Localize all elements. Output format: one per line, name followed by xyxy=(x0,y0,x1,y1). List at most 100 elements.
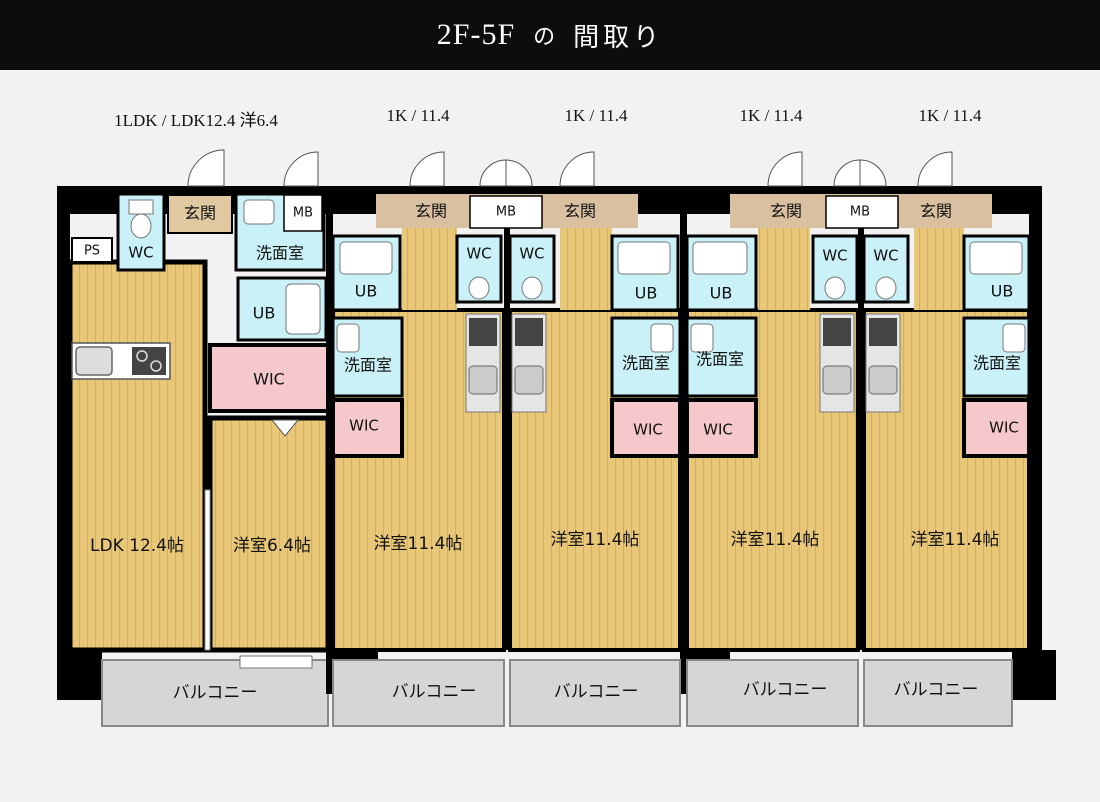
door-icon xyxy=(479,159,507,187)
hallway xyxy=(758,228,810,310)
closet-2 xyxy=(331,398,404,458)
toilet-label: WC xyxy=(128,244,153,262)
party-wall xyxy=(326,186,333,650)
basin-icon xyxy=(690,323,714,353)
door-icon xyxy=(505,159,533,187)
kitchen-sink-icon xyxy=(514,365,544,395)
balcony-3 xyxy=(509,659,681,727)
bathtub-icon xyxy=(339,241,393,275)
sliding-door-icon xyxy=(204,489,211,651)
toilet-tank-icon xyxy=(128,199,154,215)
western-room-label: 洋室6.4帖 xyxy=(233,536,311,556)
bathtub-icon xyxy=(969,241,1023,275)
closet-label: WIC xyxy=(349,417,379,435)
unit-bath-label: UB xyxy=(355,282,378,301)
right-wall xyxy=(1029,186,1042,651)
party-wall xyxy=(680,186,687,650)
washroom-label: 洗面室 xyxy=(256,244,304,263)
unit-3: WC UB 洗面室 WIC 洋室11.4帖 玄関 バルコニー xyxy=(508,151,682,727)
burner-icon xyxy=(150,360,162,372)
entrance-label: 玄関 xyxy=(920,202,952,221)
meter-box-label: MB xyxy=(850,205,870,220)
balcony-label: バルコニー xyxy=(743,680,828,700)
page-header: 2F-5F の 間取り xyxy=(0,0,1100,70)
entrance-door-icon xyxy=(187,149,225,187)
basin-icon xyxy=(1002,323,1026,353)
entrance-label: 玄関 xyxy=(415,202,447,221)
entrance-1 xyxy=(167,194,233,234)
balcony-label: バルコニー xyxy=(554,682,639,702)
entrance-door-icon xyxy=(767,151,803,187)
stove-icon xyxy=(132,347,166,375)
party-wall xyxy=(504,214,510,650)
balcony-5 xyxy=(863,659,1013,727)
page-title: 間取り xyxy=(573,22,664,53)
door-icon xyxy=(859,159,887,187)
balcony-2 xyxy=(332,659,505,727)
stove-icon xyxy=(469,318,497,346)
header-particle: の xyxy=(533,25,556,50)
washroom-label: 洗面室 xyxy=(622,354,670,373)
closet-label: WIC xyxy=(703,421,733,439)
entrance-door-icon xyxy=(409,151,445,187)
meter-box-2 xyxy=(469,195,543,229)
pipe-space-label: PS xyxy=(84,244,100,259)
toilet-label: WC xyxy=(466,245,491,263)
unit-type-label-4: 1K / 11.4 xyxy=(739,106,803,125)
basin-icon xyxy=(650,323,674,353)
door-icon xyxy=(270,419,300,437)
unit-5: WC UB 洗面室 WIC 洋室11.4帖 玄関 バルコニー xyxy=(862,151,1031,727)
toilet-bowl-icon xyxy=(130,213,152,239)
entrance-label: 玄関 xyxy=(184,204,216,223)
closet-5 xyxy=(962,398,1031,458)
unit-type-label-5: 1K / 11.4 xyxy=(918,106,982,125)
toilet-label: WC xyxy=(519,245,544,263)
western-room-1 xyxy=(207,415,331,653)
basin-icon xyxy=(336,323,360,353)
hallway xyxy=(560,228,612,310)
closet-4 xyxy=(685,398,758,458)
pipe-space xyxy=(71,237,113,263)
closet-1 xyxy=(208,343,330,413)
bathtub-icon xyxy=(692,241,748,275)
left-wall xyxy=(57,186,70,651)
stove-icon xyxy=(823,318,851,346)
wall-pillar-right xyxy=(1012,650,1056,700)
basin-icon xyxy=(243,199,275,225)
ldk-floor xyxy=(67,259,208,653)
hallway xyxy=(402,228,457,310)
wall-pillar-left xyxy=(57,650,102,700)
balcony-4 xyxy=(686,659,859,727)
closet-3 xyxy=(610,398,682,458)
closet-label: WIC xyxy=(633,421,663,439)
washroom-label: 洗面室 xyxy=(696,350,744,369)
bathtub-icon xyxy=(617,241,671,275)
unit-4: UB 洗面室 WIC WC 洋室11.4帖 玄関 バルコニー xyxy=(685,151,860,727)
unit-1: PS WC 玄関 洗面室 MB UB WIC LDK 12.4帖 洋室6.4帖 xyxy=(67,149,331,727)
window-icon xyxy=(239,655,313,669)
toilet-bowl-icon xyxy=(824,276,846,300)
meter-box-label: MB xyxy=(293,206,313,221)
balcony-label: バルコニー xyxy=(173,683,258,703)
kitchen-sink-icon xyxy=(868,365,898,395)
kitchen-sink-icon xyxy=(468,365,498,395)
meter-box-3 xyxy=(825,195,899,229)
bathtub-icon xyxy=(285,283,321,335)
party-wall xyxy=(858,214,864,650)
stove-icon xyxy=(515,318,543,346)
door-icon xyxy=(833,159,861,187)
door-icon xyxy=(283,151,319,187)
toilet-bowl-icon xyxy=(468,276,490,300)
kitchen-sink-icon xyxy=(822,365,852,395)
western-room-label: 洋室11.4帖 xyxy=(911,530,1000,550)
ldk-label: LDK 12.4帖 xyxy=(90,536,184,556)
closet-label: WIC xyxy=(989,419,1019,437)
floor-range: 2F-5F xyxy=(436,18,516,51)
unit-2: UB 洗面室 WIC WC 洋室11.4帖 玄関 バルコニー xyxy=(331,151,506,727)
unit-bath-label: UB xyxy=(253,304,276,323)
kitchen-sink-icon xyxy=(75,346,113,376)
unit-bath-label: UB xyxy=(991,282,1014,301)
unit-bath-label: UB xyxy=(635,284,658,303)
unit-type-label-2: 1K / 11.4 xyxy=(386,106,450,125)
stove-icon xyxy=(869,318,897,346)
